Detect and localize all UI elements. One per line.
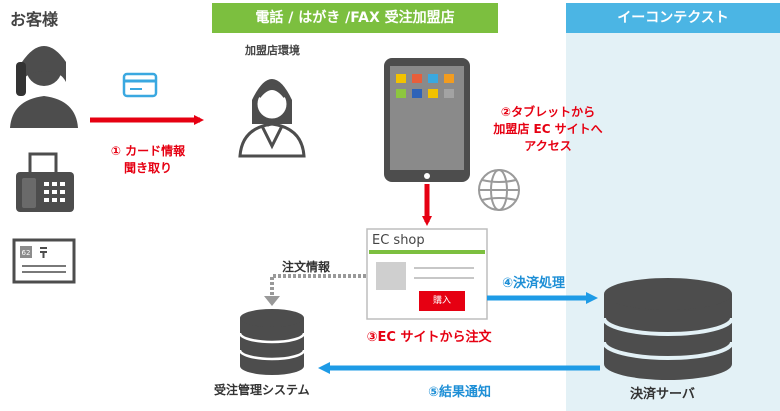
- step2-line3: アクセス: [524, 139, 572, 153]
- operator-icon: [238, 79, 306, 158]
- step5-label: ⑤結果通知: [428, 385, 492, 400]
- credit-card-icon: [122, 72, 158, 98]
- step1-line2: 聞き取り: [123, 161, 172, 175]
- step2-line2: 加盟店 EC サイトへ: [493, 122, 603, 136]
- step2-label: ②タブレットから 加盟店 EC サイトへ アクセス: [478, 104, 618, 155]
- fax-icon: [16, 152, 74, 212]
- order-info-arrowhead: [264, 296, 280, 306]
- buy-button[interactable]: 購入: [419, 291, 465, 311]
- store-environment-label: 加盟店環境: [245, 44, 300, 57]
- order-info-dotted-line: [270, 274, 366, 298]
- order-system-label: 受注管理システム: [214, 383, 310, 397]
- payment-server-label: 決済サーバ: [630, 387, 695, 402]
- postcard-stamp-text: 62: [22, 249, 31, 257]
- payment-server-icon: [602, 278, 734, 380]
- globe-icon: [478, 169, 520, 211]
- postcard-icon: 62: [12, 238, 76, 284]
- step2-line1: ②タブレットから: [500, 105, 596, 119]
- step4-label: ④決済処理: [502, 276, 566, 291]
- step3-label: ③EC サイトから注文: [366, 330, 492, 345]
- tablet-icon: [384, 58, 470, 182]
- customer-label: お客様: [10, 10, 59, 29]
- order-database-icon: [238, 309, 306, 375]
- company-header: イーコンテクスト: [566, 3, 780, 33]
- customer-phone-icon: [10, 46, 78, 128]
- step1-label: ① カード情報 聞き取り: [90, 143, 206, 177]
- store-header: 電話 / はがき /FAX 受注加盟店: [212, 3, 498, 33]
- order-info-label: 注文情報: [282, 260, 331, 274]
- step1-line1: ① カード情報: [110, 144, 186, 158]
- ec-shop-title: EC shop: [372, 233, 425, 248]
